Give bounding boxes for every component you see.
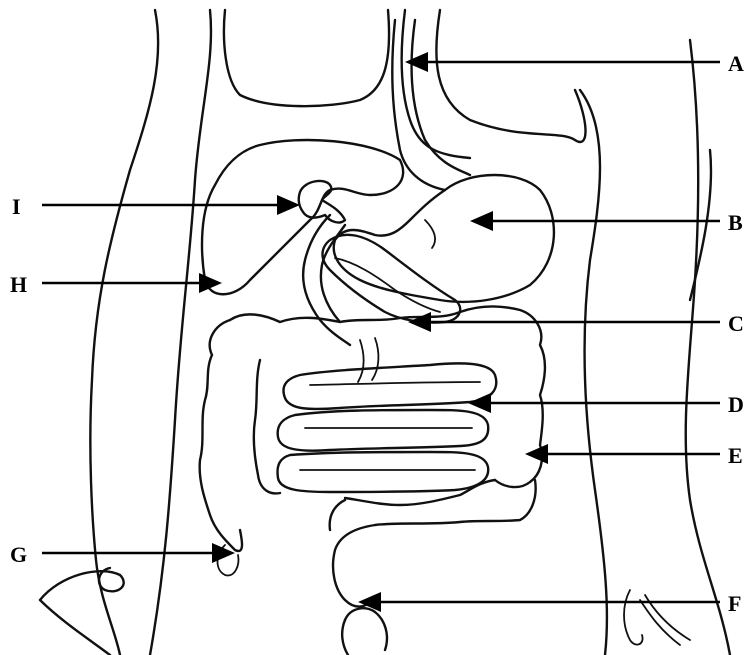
label-H: H [10, 274, 27, 296]
arrow-A [405, 52, 720, 72]
throat [224, 10, 586, 158]
esophagus [392, 20, 470, 190]
large-intestine [200, 306, 545, 606]
label-I: I [12, 196, 21, 218]
arrow-I [42, 195, 300, 215]
label-C: C [728, 313, 744, 335]
arrow-D [468, 393, 720, 413]
arrow-E [525, 444, 720, 464]
rectum [342, 608, 387, 655]
label-G: G [10, 544, 27, 566]
label-E: E [728, 445, 743, 467]
body-outline [40, 10, 730, 655]
label-F: F [728, 593, 741, 615]
label-A: A [728, 53, 744, 75]
label-B: B [728, 212, 743, 234]
small-intestine [278, 338, 497, 492]
arrow-F [358, 592, 720, 612]
label-D: D [728, 394, 744, 416]
arrow-G [42, 543, 235, 563]
pancreas [323, 235, 461, 323]
arrow-H [42, 273, 222, 293]
